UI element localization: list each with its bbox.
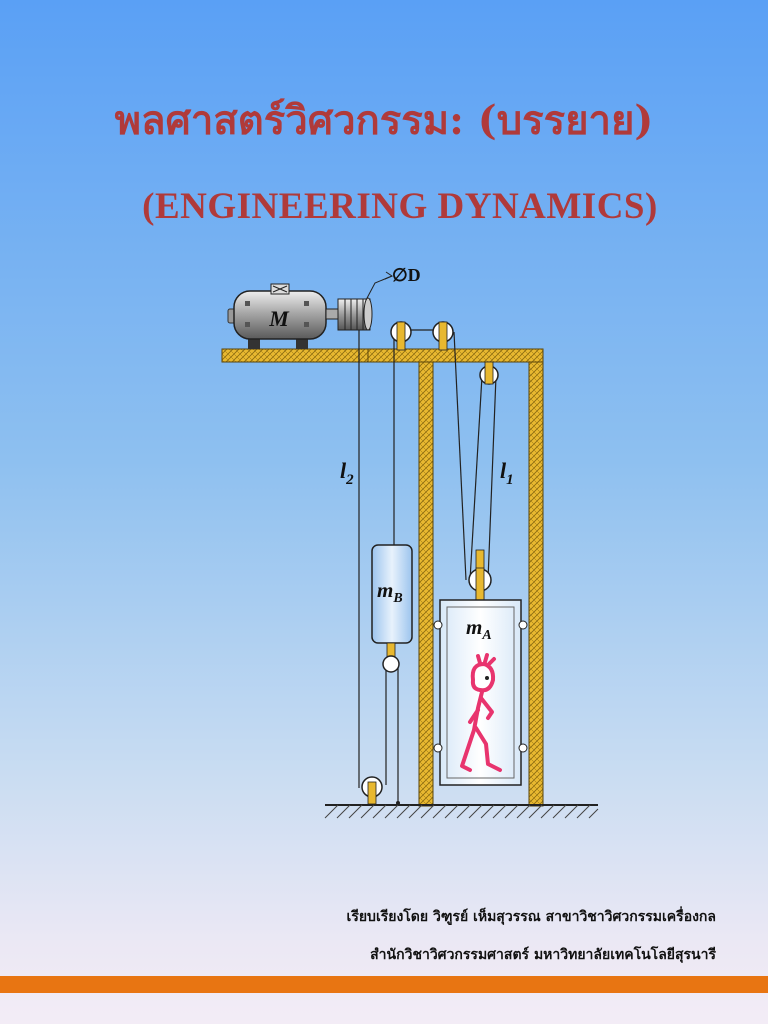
mass-b-label: mB xyxy=(377,578,403,606)
author-credit: เรียบเรียงโดย วิฑูรย์ เห็มสุวรรณ สาขาวิช… xyxy=(346,909,716,925)
top-pulley-right xyxy=(432,321,454,351)
motor xyxy=(227,283,339,349)
cable-length-l1-label: l1 xyxy=(500,458,514,488)
institution-credit: สำนักวิชาวิศวกรรมศาสตร์ มหาวิทยาลัยเทคโน… xyxy=(370,947,716,963)
elevator-diagram: M ∅D l2 l1 mB xyxy=(221,265,599,819)
counterweight-mb xyxy=(371,544,413,673)
top-platform xyxy=(221,348,389,363)
shaft-right-column xyxy=(528,361,544,807)
cable-drum xyxy=(337,297,373,331)
shaft-left-column xyxy=(418,361,434,807)
page-title-english: (ENGINEERING DYNAMICS) xyxy=(142,186,658,227)
person-figure xyxy=(460,653,502,772)
ground xyxy=(324,801,599,819)
mass-a-label: mA xyxy=(466,615,492,643)
diameter-label: ∅D xyxy=(392,265,421,285)
accent-bar xyxy=(0,976,768,993)
cables xyxy=(358,329,497,803)
bottom-pulley xyxy=(361,776,383,805)
motor-label: M xyxy=(268,306,290,331)
top-pulley-left xyxy=(390,321,412,351)
diameter-leader xyxy=(365,275,393,301)
beam-pulley xyxy=(479,361,499,385)
page-title-thai: พลศาสตร์วิศวกรรม: (บรรยาย) xyxy=(114,97,654,144)
cab-pulley xyxy=(468,549,492,601)
cable-length-l2-label: l2 xyxy=(340,458,354,488)
